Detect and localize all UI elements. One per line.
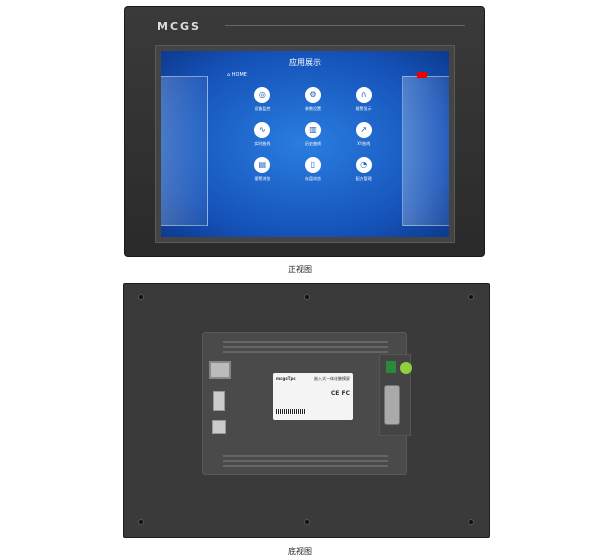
curve-icon: ∿	[254, 122, 271, 138]
serial-port	[384, 385, 400, 425]
usb-b-port	[212, 420, 226, 434]
rib	[223, 455, 388, 457]
rear-panel: mcgsTpc 嵌入式一体化触摸屏 CE FC	[202, 332, 407, 475]
menu-item: ∿ 实时曲线	[237, 122, 288, 147]
home-button: ⌂ HOME	[227, 72, 247, 78]
side-panel	[379, 354, 412, 436]
alarm-icon: ∩	[355, 87, 372, 103]
menu-label: 存盘浏览	[304, 176, 321, 181]
menu-item: ◎ 设备监控	[237, 87, 288, 112]
menu-item: ▤ 报警浏览	[237, 157, 288, 182]
brand-logo: MCGS	[157, 20, 201, 33]
screw	[138, 519, 144, 525]
label-title: 嵌入式一体化触摸屏	[314, 376, 350, 381]
label-brand: mcgsTpc	[276, 376, 296, 381]
rib	[223, 465, 388, 467]
menu-item: ▯ 存盘浏览	[288, 157, 339, 182]
rib	[223, 346, 388, 348]
bar-chart-icon: ▥	[304, 122, 321, 138]
menu-label: 配方管理	[355, 176, 372, 181]
ethernet-port	[209, 361, 231, 379]
gear-icon: ⚙	[304, 87, 321, 103]
cert-marks: CE FC	[330, 390, 350, 397]
screw	[138, 294, 144, 300]
home-icon: ⌂	[227, 72, 231, 78]
file-icon: ▯	[304, 157, 321, 173]
menu-label: 历史曲线	[304, 141, 321, 146]
menu-grid: ◎ 设备监控 ⚙ 参数设置 ∩ 报警显示 ∿ 实时曲线 ▥ 历史曲线 ↗ XY曲线 ▤ 报警浏…	[237, 87, 389, 182]
menu-label: 实时曲线	[254, 141, 271, 146]
screen-title: 应用展示	[289, 58, 321, 67]
divider	[225, 25, 465, 26]
menu-label: XY曲线	[357, 141, 371, 146]
product-label: mcgsTpc 嵌入式一体化触摸屏 CE FC	[273, 373, 353, 420]
document-icon: ▤	[254, 157, 271, 173]
rib	[223, 341, 388, 343]
front-view-device: MCGS 应用展示 ⌂ HOME ◎ 设备监控 ⚙ 参数设置 ∩ 报警显示 ∿ 实时曲线…	[124, 6, 485, 257]
xy-chart-icon: ↗	[355, 122, 372, 138]
rib	[223, 351, 388, 353]
barcode	[276, 409, 306, 414]
screw	[304, 519, 310, 525]
glass-decoration	[161, 76, 208, 226]
back-view-device: mcgsTpc 嵌入式一体化触摸屏 CE FC	[123, 283, 490, 538]
green-indicator	[400, 362, 412, 374]
menu-item: ∩ 报警显示	[338, 87, 389, 112]
screw	[304, 294, 310, 300]
pie-icon: ◔	[355, 157, 372, 173]
menu-item: ▥ 历史曲线	[288, 122, 339, 147]
back-caption: 底视图	[288, 547, 312, 556]
front-caption: 正视图	[288, 265, 312, 274]
menu-item: ↗ XY曲线	[338, 122, 389, 147]
glass-decoration	[402, 76, 449, 226]
menu-label: 报警浏览	[254, 176, 271, 181]
menu-label: 报警显示	[355, 106, 372, 111]
home-label: HOME	[231, 72, 247, 78]
power-terminal	[386, 361, 396, 373]
bezel: 应用展示 ⌂ HOME ◎ 设备监控 ⚙ 参数设置 ∩ 报警显示 ∿ 实时曲线 ▥ 历史曲…	[155, 45, 455, 243]
menu-label: 参数设置	[304, 106, 321, 111]
touch-screen: 应用展示 ⌂ HOME ◎ 设备监控 ⚙ 参数设置 ∩ 报警显示 ∿ 实时曲线 ▥ 历史曲…	[161, 51, 449, 237]
flag-icon	[417, 72, 427, 78]
rib	[223, 460, 388, 462]
screw	[468, 294, 474, 300]
monitor-icon: ◎	[254, 87, 271, 103]
usb-a-port	[213, 391, 225, 411]
menu-label: 设备监控	[254, 106, 271, 111]
menu-item: ⚙ 参数设置	[288, 87, 339, 112]
menu-item: ◔ 配方管理	[338, 157, 389, 182]
screw	[468, 519, 474, 525]
